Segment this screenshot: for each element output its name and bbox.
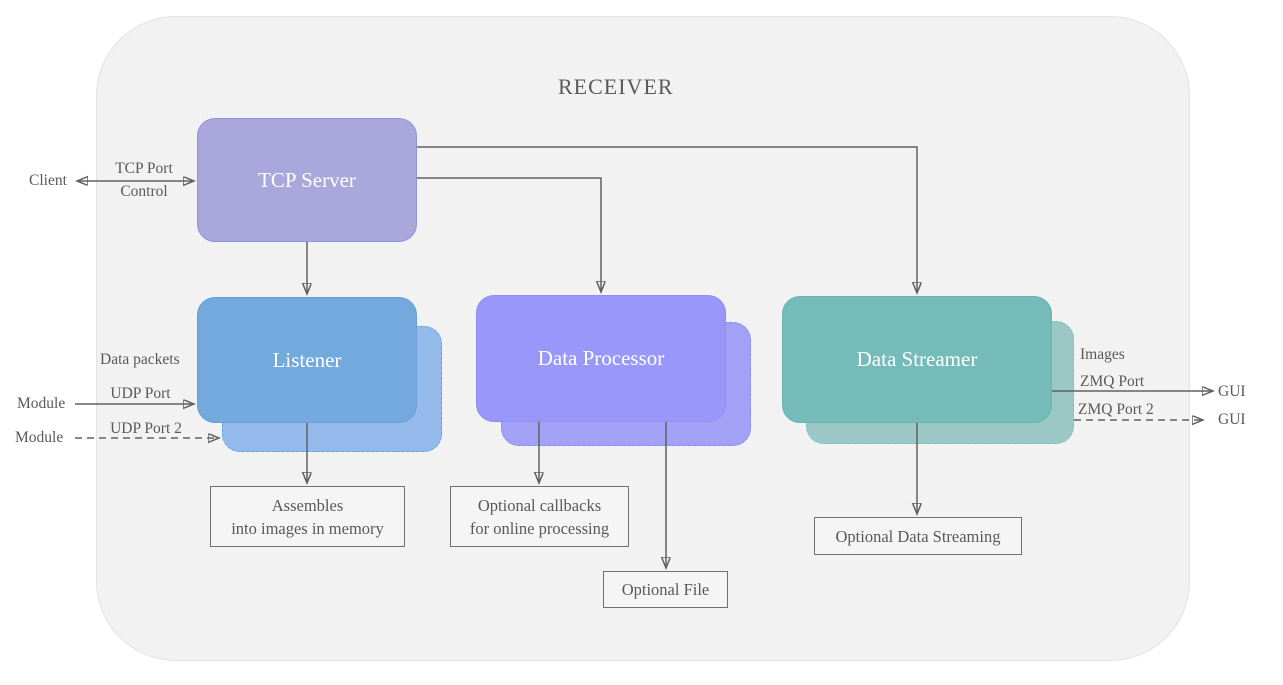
label-gui-2: GUI	[1218, 411, 1246, 428]
label-udp-port-2: UDP Port 2	[110, 420, 182, 437]
label-data-packets: Data packets	[100, 351, 180, 368]
note-optional-data-streaming: Optional Data Streaming	[814, 517, 1022, 555]
node-data-processor-label: Data Processor	[537, 346, 665, 370]
node-tcp-server: TCP Server	[197, 118, 417, 242]
label-udp-port: UDP Port	[110, 385, 171, 402]
note-optional-file-label: Optional File	[621, 580, 710, 599]
note-optional-callbacks-line1: Optional callbacks	[477, 495, 602, 515]
label-tcp-port: TCP Port	[115, 160, 173, 177]
node-data-processor: Data Processor	[476, 295, 726, 422]
node-data-streamer: Data Streamer	[782, 296, 1052, 423]
note-optional-file: Optional File	[603, 571, 728, 608]
note-optional-callbacks-line2: for online processing	[469, 518, 610, 538]
note-optional-data-streaming-label: Optional Data Streaming	[835, 526, 1001, 546]
node-data-streamer-label: Data Streamer	[856, 347, 978, 371]
node-listener: Listener	[197, 297, 417, 423]
node-listener-label: Listener	[272, 347, 342, 372]
label-zmq-port-2: ZMQ Port 2	[1078, 401, 1154, 418]
label-images: Images	[1080, 346, 1125, 363]
note-assembles-line2: into images in memory	[231, 518, 384, 538]
note-assembles-line1: Assembles	[271, 495, 344, 515]
label-control: Control	[120, 183, 168, 200]
note-optional-callbacks: Optional callbacks for online processing	[450, 486, 629, 547]
label-client: Client	[29, 172, 67, 189]
node-tcp-server-label: TCP Server	[258, 167, 356, 192]
label-zmq-port: ZMQ Port	[1080, 373, 1145, 390]
label-module-1: Module	[17, 395, 66, 412]
label-module-2: Module	[15, 429, 64, 446]
label-gui-1: GUI	[1218, 383, 1246, 400]
note-assembles: Assembles into images in memory	[210, 486, 405, 547]
diagram-title: RECEIVER	[558, 74, 674, 99]
